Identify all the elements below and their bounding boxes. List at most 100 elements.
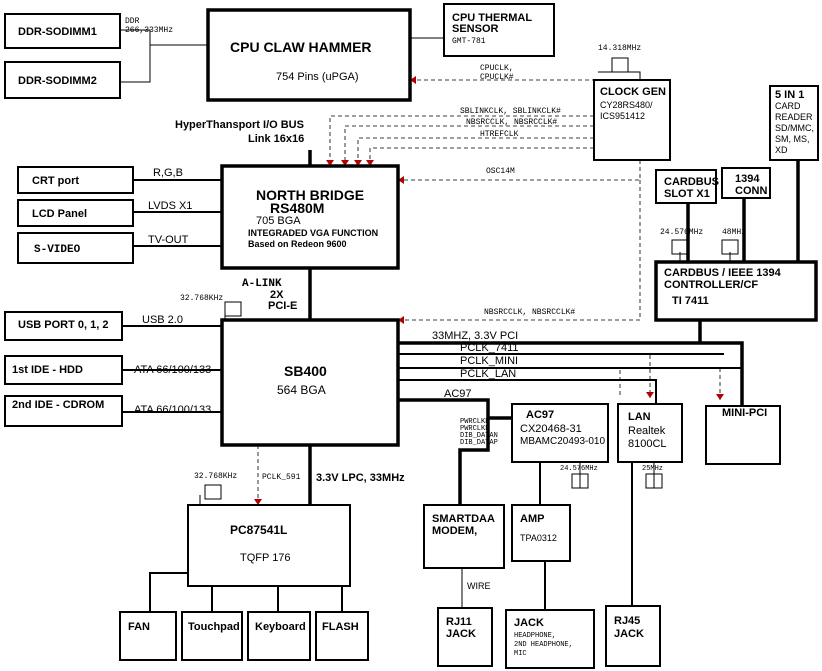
nbsrc-bottom-label: NBSRCCLK, NBSRCCLK# — [484, 308, 575, 317]
ddr-sodimm2-block: DDR-SODIMM2 — [4, 61, 121, 99]
usb-label: USB PORT 0, 1, 2 — [18, 319, 108, 331]
amp-l2: TPA0312 — [520, 533, 557, 543]
pci33-label: 33MHZ, 3.3V PCI — [432, 330, 518, 342]
card-l1: 5 IN 1 — [775, 89, 804, 101]
xtal-ac97-label: 24.576MHz — [560, 465, 598, 473]
xtal-sio-label: 32.768KHz — [194, 472, 237, 481]
ide-cdrom-block: 2nd IDE - CDROM — [4, 395, 123, 427]
conn1394-l1: 1394 — [735, 173, 760, 185]
lan-l2: Realtek — [628, 425, 666, 437]
nb-vga: INTEGRADED VGA FUNCTION — [248, 228, 378, 238]
clock-gen-block: CLOCK GEN CY28RS480/ ICS951412 — [593, 79, 671, 161]
clock-lines — [199, 71, 731, 505]
rj45-l1: RJ45 — [614, 615, 640, 627]
rj11-l2: JACK — [446, 628, 476, 640]
cpu-block: CPU CLAW HAMMER 754 Pins (uPGA) — [206, 8, 412, 102]
modem-block: SMARTDAA MODEM, — [423, 504, 505, 569]
pclkmini-label: PCLK_MINI — [460, 355, 518, 367]
pwr-label-1: PWRCLKP — [460, 418, 489, 426]
card-l4: SD/MMC, — [775, 123, 814, 133]
bus-lines — [120, 29, 800, 612]
ht-bus-label-2: Link 16x16 — [248, 133, 304, 145]
arrowheads — [254, 76, 724, 505]
sio-l2: TQFP 176 — [240, 552, 291, 564]
cbctl-l3: TI 7411 — [672, 295, 709, 307]
signal-labels: DDR 266,333MHz CPUCLK, CPUCLK# 14.318MHz… — [125, 17, 746, 591]
xtal-cb2-label: 48MHz — [722, 228, 746, 237]
pwr-label-2: PWRCLKN — [460, 425, 489, 433]
lan-block: LAN Realtek 8100CL — [617, 403, 683, 463]
jack-l4: MIC — [514, 650, 527, 658]
lcd-panel-block: LCD Panel — [17, 199, 134, 227]
nb-radeon: Based on Redeon 9600 — [248, 239, 347, 249]
usb-port-block: USB PORT 0, 1, 2 — [4, 311, 123, 341]
mini-pci-block: MINI-PCI — [705, 405, 781, 465]
usb20-label: USB 2.0 — [142, 314, 183, 326]
conn1394-l2: CONN — [735, 185, 767, 197]
pclklan-label: PCLK_LAN — [460, 368, 516, 380]
ata2-label: ATA 66/100/133 — [134, 404, 211, 416]
xtal-sb-label: 32.768KHz — [180, 294, 223, 303]
crt-label: CRT port — [32, 175, 79, 187]
xtal-cb1-label: 24.576MHz — [660, 228, 703, 237]
cardbus-slot-l2: SLOT X1 — [664, 188, 710, 200]
clock-part-2: ICS951412 — [600, 111, 645, 121]
flash-label: FLASH — [322, 621, 359, 633]
ddr-sodimm1-block: DDR-SODIMM1 — [4, 13, 121, 49]
jack-l2: HEADPHONE, — [514, 632, 556, 640]
crystals — [204, 57, 739, 500]
cardbus-slot-block: CARDBUS SLOT X1 — [655, 169, 719, 204]
sb-title: SB400 — [284, 363, 327, 379]
svideo-block: S-VIDEO — [17, 232, 134, 264]
svideo-label: S-VIDEO — [34, 244, 81, 256]
pclk7411-label: PCLK_7411 — [460, 342, 519, 354]
pwr-label-4: DIB_DATAP — [460, 439, 498, 447]
ddr-sodimm2-label: DDR-SODIMM2 — [18, 75, 97, 87]
card-l3: READER — [775, 112, 813, 122]
cpu-pins: 754 Pins (uPGA) — [276, 71, 359, 83]
jack-l3: 2ND HEADPHONE, — [514, 641, 573, 649]
pclk591-label: PCLK_591 — [262, 473, 301, 482]
ddr-label-2: 266,333MHz — [125, 26, 173, 35]
thermal-label-1: CPU THERMAL — [452, 12, 532, 24]
rj45-block: RJ45 JACK — [605, 605, 661, 667]
nbsrc-top-label: NBSRCCLK, NBSRCCLK# — [466, 118, 557, 127]
alink-label-1: A-LINK — [242, 278, 282, 290]
thermal-label-2: SENSOR — [452, 23, 499, 35]
sblink-label: SBLINKCLK, SBLINKCLK# — [460, 107, 561, 116]
card-reader-block: 5 IN 1 CARD READER SD/MMC, SM, MS, XD — [769, 85, 819, 161]
keyboard-label: Keyboard — [255, 621, 306, 633]
clock-title: CLOCK GEN — [600, 86, 666, 98]
cardbus-slot-l1: CARDBUS — [664, 176, 719, 188]
minipci-label: MINI-PCI — [722, 407, 767, 419]
xtal-clock-label: 14.318MHz — [598, 44, 641, 53]
sb-bga: 564 BGA — [277, 383, 326, 397]
sio-l1: PC87541L — [230, 523, 287, 537]
alink-label-3: PCI-E — [268, 300, 297, 312]
lan-l3: 8100CL — [628, 438, 667, 450]
card-l6: XD — [775, 145, 788, 155]
super-io-block: PC87541L TQFP 176 — [187, 504, 351, 587]
ac97-codec-block: AC97 CX20468-31 MBAMC20493-010 — [511, 403, 609, 463]
north-bridge-block: NORTH BRIDGE RS480M 705 BGA INTEGRADED V… — [220, 164, 400, 270]
cpu-title: CPU CLAW HAMMER — [230, 39, 372, 55]
ht-bus-label-1: HyperThansport I/O BUS — [175, 119, 304, 131]
amp-block: AMP TPA0312 — [511, 504, 571, 562]
touchpad-label: Touchpad — [188, 621, 240, 633]
ac97-l1: AC97 — [526, 409, 554, 421]
nb-part: RS480M — [270, 200, 324, 216]
cpuclk-label-2: CPUCLK# — [480, 73, 514, 82]
cbctl-l2: CONTROLLER/CF — [664, 279, 758, 291]
ide-hdd-block: 1st IDE - HDD — [4, 355, 123, 385]
cdrom-label: 2nd IDE - CDROM — [12, 399, 104, 411]
nb-title: NORTH BRIDGE — [256, 187, 364, 203]
cbctl-l1: CARDBUS / IEEE 1394 — [664, 267, 782, 279]
alink-label-2: 2X — [270, 289, 284, 301]
modem-l1: SMARTDAA — [432, 513, 495, 525]
ac97bus-label: AC97 — [444, 388, 472, 400]
lpc-label: 3.3V LPC, 33MHz — [316, 472, 405, 484]
conn-1394-block: 1394 CONN — [721, 167, 771, 199]
htref-label: HTREFCLK — [480, 130, 519, 139]
fan-label: FAN — [128, 621, 150, 633]
